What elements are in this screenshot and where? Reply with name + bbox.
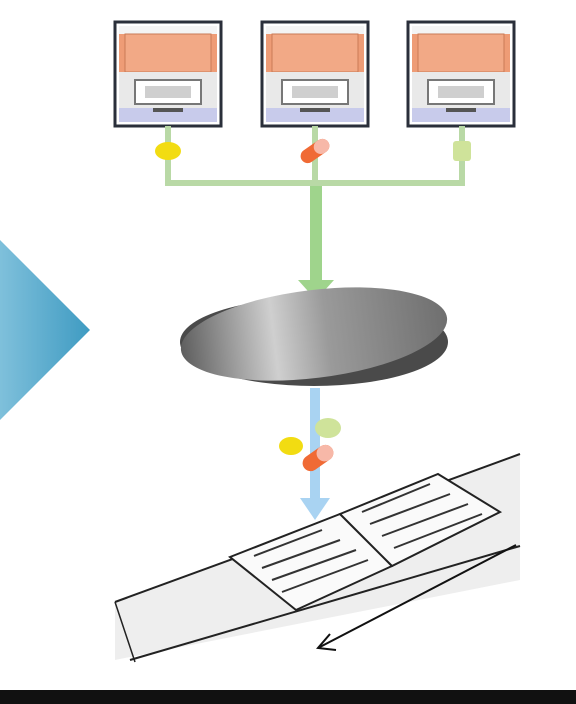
light-green-tablet-icon <box>453 141 471 161</box>
blister-packet-icon <box>338 472 503 568</box>
orange-capsule-icon <box>300 138 330 164</box>
output-arrow-down <box>300 388 330 520</box>
light-green-tablet-icon <box>315 418 341 438</box>
dispensing-machine-icon <box>113 20 223 128</box>
dispensing-machine-icon <box>406 20 516 128</box>
yellow-tablet-icon <box>279 437 303 455</box>
main-arrow-down <box>298 186 334 300</box>
orange-capsule-icon <box>302 444 334 472</box>
bottom-band <box>0 690 576 704</box>
play-triangle-icon <box>0 240 90 420</box>
yellow-tablet-icon <box>155 142 181 160</box>
conveyor-direction-arrow-icon <box>316 544 517 651</box>
dispensing-machine-icon <box>260 20 370 128</box>
mixing-disc-icon <box>180 287 448 386</box>
